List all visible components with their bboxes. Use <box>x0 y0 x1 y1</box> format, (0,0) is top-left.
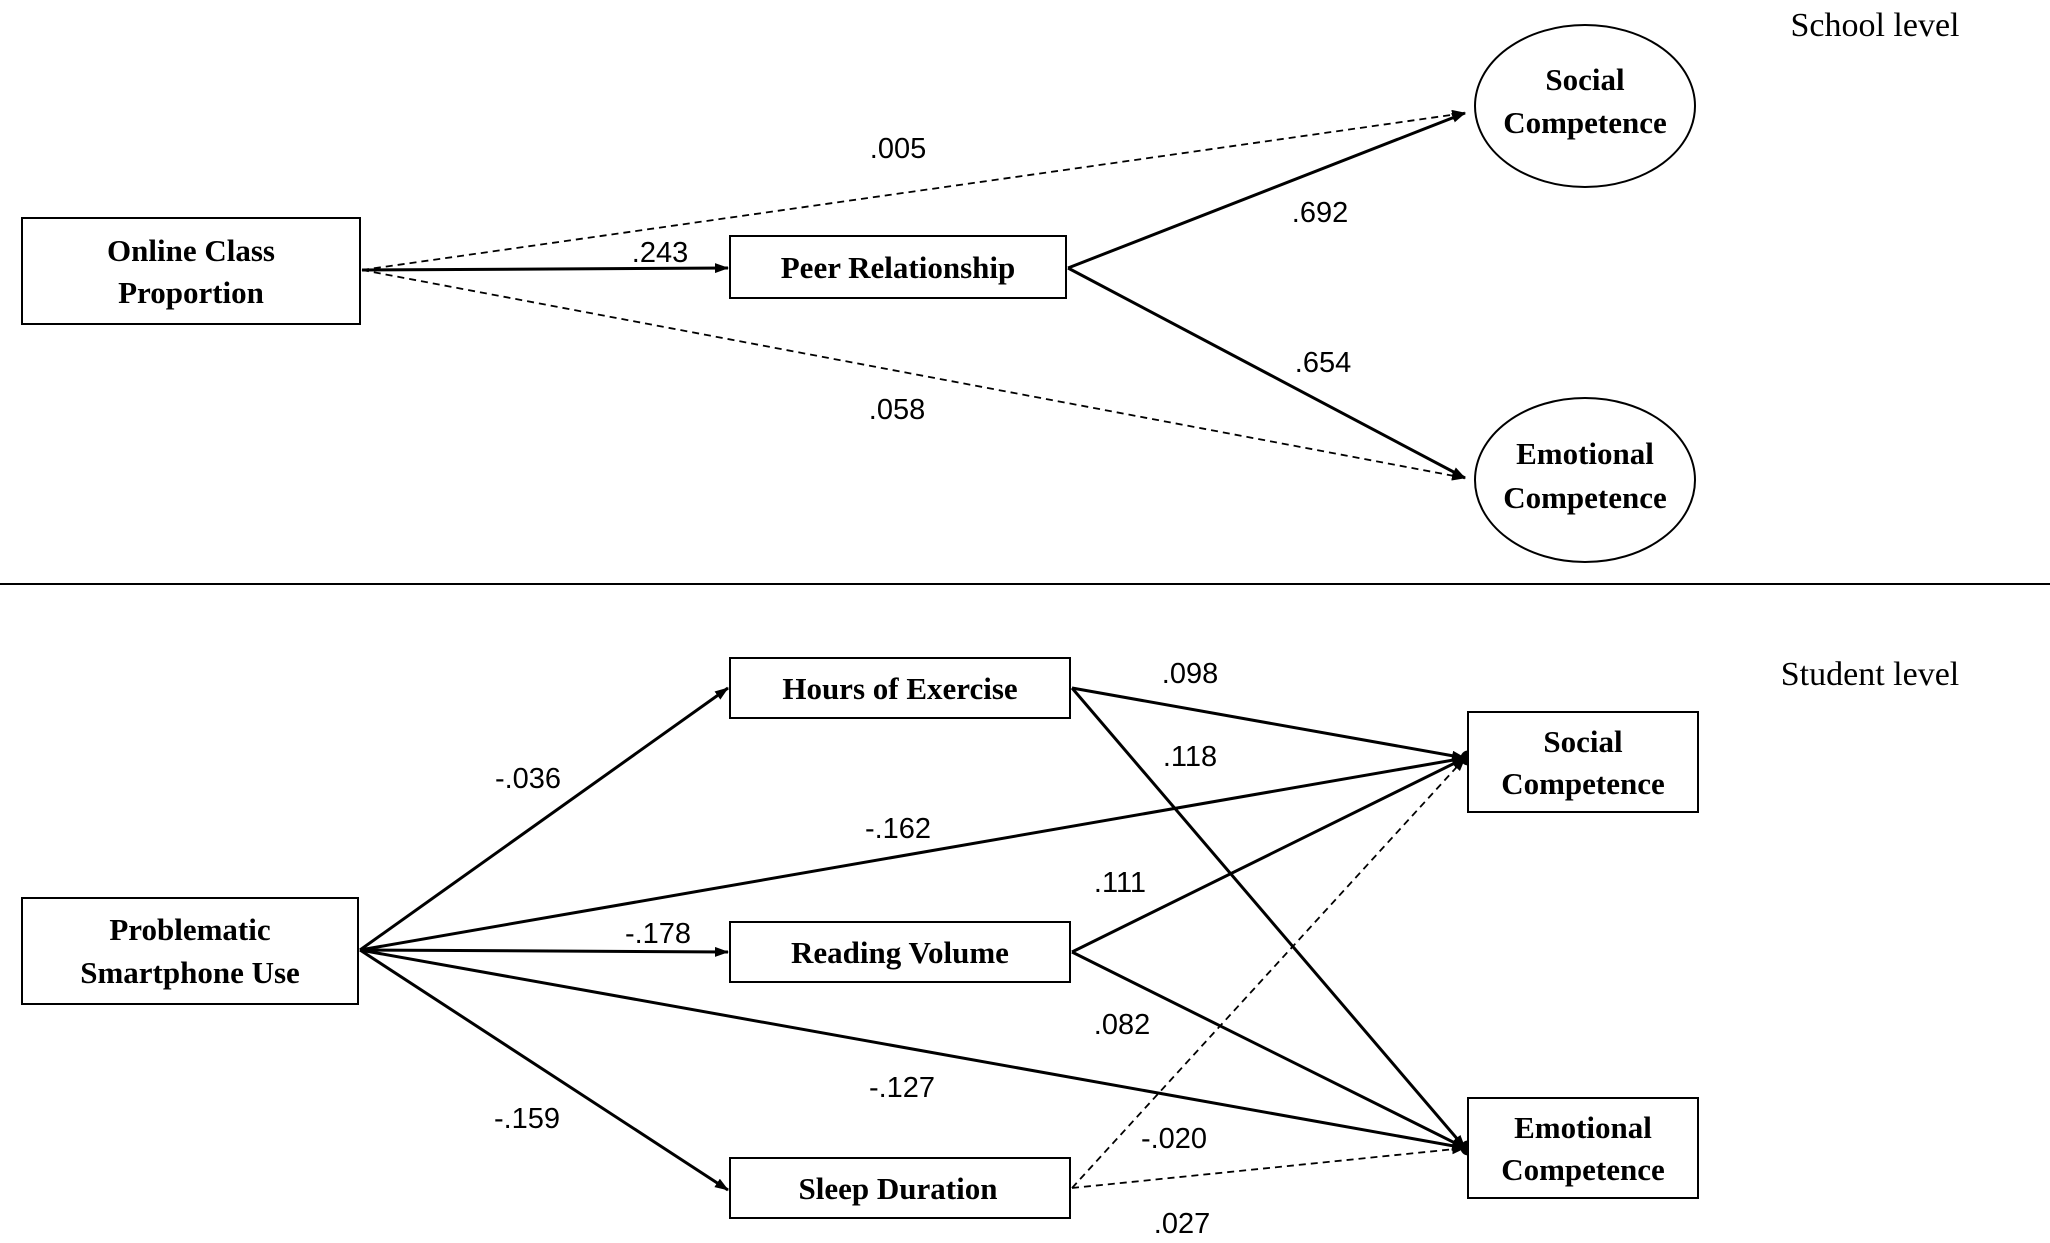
coef-sleep-social: -.020 <box>1141 1123 1207 1155</box>
node-label: Proportion <box>118 275 264 310</box>
node-label: Competence <box>1501 766 1665 801</box>
school-level-label: School level <box>1790 7 1959 44</box>
node-label: Problematic <box>109 912 270 947</box>
node-label: Emotional <box>1514 1110 1652 1145</box>
coef-smartphone-emotional: -.127 <box>869 1072 935 1104</box>
node-school-social-competence: Social Competence <box>1474 24 1696 188</box>
node-label: Sleep Duration <box>799 1171 998 1206</box>
path-smartphone-to-emotional <box>359 948 1466 1151</box>
coef-reading-social: .111 <box>1094 867 1146 899</box>
path-smartphone-to-exercise <box>359 686 729 952</box>
path-online-to-social <box>361 109 1466 271</box>
node-hours-of-exercise: Hours of Exercise <box>729 657 1071 719</box>
path-peer-to-social <box>1067 111 1466 270</box>
path-smartphone-to-reading <box>359 946 729 957</box>
node-student-emotional-competence: Emotional Competence <box>1467 1097 1699 1199</box>
coef-online-peer: .243 <box>632 237 688 269</box>
node-label: Smartphone Use <box>80 955 300 990</box>
coef-exercise-social: .098 <box>1162 658 1218 690</box>
student-level-label: Student level <box>1781 656 1959 693</box>
node-label: Competence <box>1503 105 1667 140</box>
node-student-social-competence: Social Competence <box>1467 711 1699 813</box>
node-label: Reading Volume <box>791 935 1009 970</box>
node-problematic-smartphone-use: Problematic Smartphone Use <box>21 897 359 1005</box>
coef-smartphone-social: -.162 <box>865 813 931 845</box>
node-label: Social <box>1545 62 1625 97</box>
node-label: Emotional <box>1516 436 1654 471</box>
node-online-class-proportion: Online Class Proportion <box>21 217 361 325</box>
path-reading-to-emotional <box>1071 950 1466 1150</box>
coef-online-emotional: .058 <box>869 394 925 426</box>
coef-online-social: .005 <box>870 133 926 165</box>
path-smartphone-to-social <box>359 755 1466 952</box>
node-label: Competence <box>1501 1152 1665 1187</box>
node-label: Online Class <box>107 233 275 268</box>
node-label: Peer Relationship <box>781 250 1016 285</box>
node-school-emotional-competence: Emotional Competence <box>1474 397 1696 563</box>
node-sleep-duration: Sleep Duration <box>729 1157 1071 1219</box>
node-peer-relationship: Peer Relationship <box>729 235 1067 299</box>
path-exercise-to-emotional <box>1070 687 1467 1149</box>
coef-smartphone-exercise: -.036 <box>495 763 561 795</box>
node-label: Social <box>1543 724 1623 759</box>
path-sleep-to-social <box>1071 757 1466 1189</box>
coef-peer-social: .692 <box>1292 197 1348 229</box>
coef-smartphone-reading: -.178 <box>625 918 691 950</box>
coef-smartphone-sleep: -.159 <box>494 1103 560 1135</box>
node-label: Competence <box>1503 480 1667 515</box>
path-sleep-to-emotional <box>1071 1144 1466 1189</box>
coef-peer-emotional: .654 <box>1295 347 1351 379</box>
path-online-to-peer <box>361 263 729 274</box>
path-smartphone-to-sleep <box>359 948 729 1192</box>
path-reading-to-social <box>1071 756 1466 954</box>
path-exercise-to-social <box>1071 686 1466 761</box>
coef-reading-emotional: .082 <box>1094 1009 1150 1041</box>
node-label: Hours of Exercise <box>782 671 1017 706</box>
node-reading-volume: Reading Volume <box>729 921 1071 983</box>
coef-exercise-emotional: .118 <box>1163 741 1217 773</box>
path-peer-to-emotional <box>1067 266 1466 480</box>
coef-sleep-emotional: .027 <box>1154 1208 1210 1240</box>
